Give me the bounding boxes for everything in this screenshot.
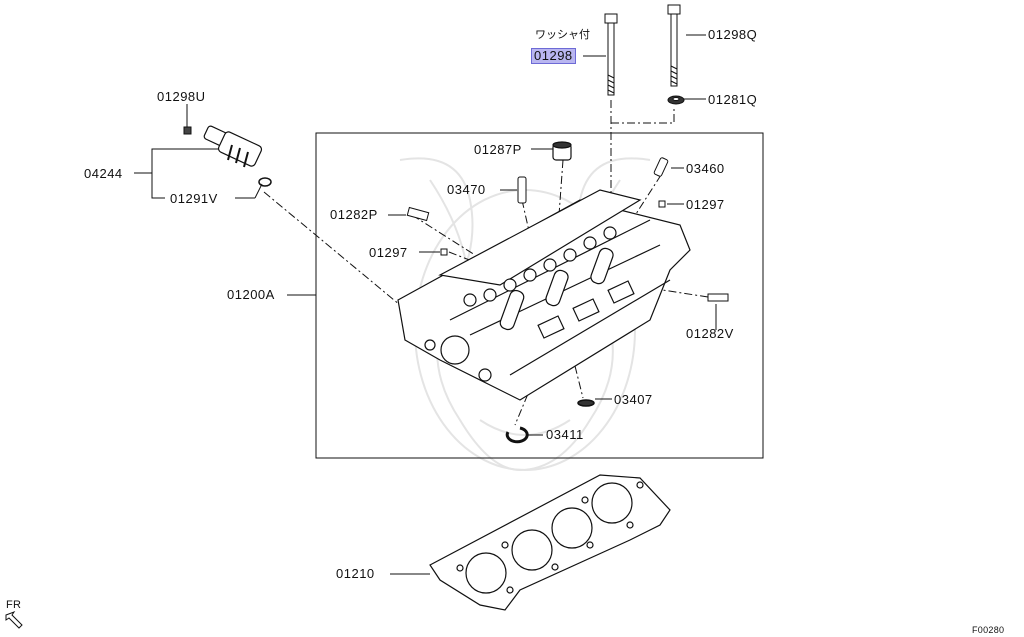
part-label-01298u[interactable]: 01298U (157, 89, 206, 104)
part-label-04244[interactable]: 04244 (84, 166, 123, 181)
part-label-01297-right[interactable]: 01297 (686, 197, 725, 212)
plug-01287p (552, 141, 572, 161)
washer-01281q (667, 95, 685, 105)
bolt-01298 (604, 13, 618, 96)
front-arrow-icon (5, 610, 23, 629)
part-label-01298[interactable]: 01298 (531, 48, 576, 64)
plug-01297-left (440, 248, 448, 256)
washer-note-label: ワッシャ付 (535, 29, 590, 41)
part-label-03411[interactable]: 03411 (546, 427, 584, 442)
leader-lines (134, 34, 717, 575)
bolt-01298q (667, 4, 681, 87)
part-label-01287p[interactable]: 01287P (474, 142, 522, 157)
part-label-01200a[interactable]: 01200A (227, 287, 275, 302)
part-label-01282p[interactable]: 01282P (330, 207, 378, 222)
part-label-03460[interactable]: 03460 (686, 161, 725, 176)
plug-01297-right (658, 200, 666, 208)
pipe-03460 (653, 157, 669, 177)
part-label-01282v[interactable]: 01282V (686, 326, 734, 341)
seal-03407 (577, 399, 595, 407)
stud-01282p (406, 206, 430, 222)
part-label-01210[interactable]: 01210 (336, 566, 375, 581)
oil-control-valve-04244 (203, 125, 263, 168)
part-label-03470[interactable]: 03470 (447, 182, 486, 197)
bolt-01298u (183, 126, 192, 135)
clip-03411 (505, 426, 529, 444)
stud-01282v (707, 293, 729, 302)
oring-01291v (258, 177, 272, 187)
part-label-03407[interactable]: 03407 (614, 392, 653, 407)
part-label-01281q[interactable]: 01281Q (708, 92, 758, 107)
part-label-01298q[interactable]: 01298Q (708, 27, 758, 42)
cylinder-head-01200a (397, 189, 691, 401)
pipe-03470 (517, 176, 527, 204)
part-label-01291v[interactable]: 01291V (170, 191, 218, 206)
front-label: FR (6, 599, 22, 611)
part-label-01297-left[interactable]: 01297 (369, 245, 408, 260)
head-gasket-01210 (429, 474, 671, 611)
figure-code: F00280 (972, 625, 1005, 635)
